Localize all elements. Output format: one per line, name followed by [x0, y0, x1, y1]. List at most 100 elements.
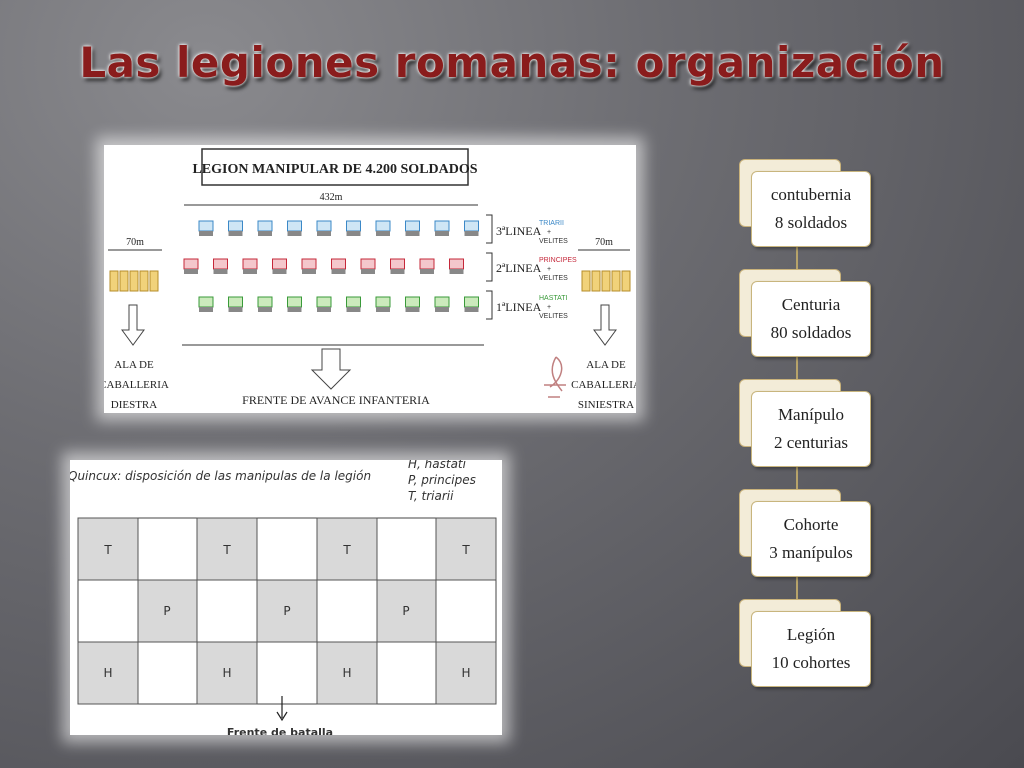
hastati-velites-3 [258, 307, 272, 312]
triarii-velites-4 [287, 231, 302, 236]
right-wing-arrow-icon [593, 304, 617, 346]
triarii-unit-3 [257, 220, 273, 232]
hastati-block-1 [77, 641, 139, 705]
left-wing-line-3: DIESTRA [111, 399, 158, 411]
infantry-front-label: FRENTE DE AVANCE INFANTERIA [242, 393, 430, 407]
hierarchy-name: Legión [786, 625, 836, 644]
legend-hastati: H, hastati [408, 460, 467, 471]
triarii-unit-10 [464, 220, 479, 232]
line-3-support: VELITES [539, 238, 568, 245]
principes-unit-8 [390, 258, 405, 270]
triarii-unit-7 [375, 220, 391, 232]
front-arrow-icon [310, 348, 352, 390]
principes-unit-4 [272, 258, 287, 270]
triarii-velites-2 [228, 231, 243, 236]
line-1-label: 1ªLINEA [496, 300, 542, 314]
battle-front-arrowhead-icon [276, 711, 288, 722]
line-3-bracket [486, 214, 493, 244]
principes-velites-7 [361, 269, 375, 274]
triarii-block-2 [196, 517, 258, 581]
slide-title: Las legiones romanas: organización [79, 38, 945, 87]
triarii-label-4: T [461, 543, 470, 557]
triarii-velites-1 [199, 231, 213, 236]
triarii-label-2: T [222, 543, 231, 557]
hierarchy-detail: 10 cohortes [771, 653, 851, 672]
principes-unit-10 [449, 258, 464, 270]
hastati-velites-5 [317, 307, 331, 312]
principes-velites-8 [390, 269, 405, 274]
triarii-unit-6 [346, 220, 361, 232]
hastati-row: H H H H [77, 641, 497, 705]
triarii-velites-5 [317, 231, 331, 236]
triarii-block-3 [316, 517, 378, 581]
hastati-unit-1 [198, 296, 214, 308]
right-wing-width: 70m [595, 237, 613, 248]
hastati-velites-4 [287, 307, 302, 312]
hastati-unit-10 [464, 296, 479, 308]
hastati-unit-7 [375, 296, 391, 308]
right-cavalry-squad-4 [611, 270, 621, 292]
hastati-velites-10 [464, 307, 479, 312]
triarii-unit-2 [228, 220, 243, 232]
hastati-velites-1 [199, 307, 213, 312]
right-cavalry-squad-3 [601, 270, 611, 292]
left-cavalry-squad-3 [129, 270, 139, 292]
triarii-velites-8 [405, 231, 420, 236]
principes-label-1: P [163, 604, 170, 618]
triarii-velites-3 [258, 231, 272, 236]
hastati-velites-7 [376, 307, 390, 312]
left-cavalry-squad-4 [139, 270, 149, 292]
line-1-support: VELITES [539, 313, 568, 320]
right-cavalry-squad-2 [591, 270, 601, 292]
principes-label-3: P [402, 604, 409, 618]
quincunx-svg: Quincux: disposición de las manipulas de… [68, 457, 497, 739]
hastati-label-3: H [342, 666, 351, 680]
line-2-bracket [486, 252, 493, 282]
hastati-label-2: H [222, 666, 231, 680]
triarii-unit-5 [316, 220, 332, 232]
principes-unit-3 [242, 258, 258, 270]
hastati-velites-2 [228, 307, 243, 312]
principes-unit-1 [183, 258, 199, 270]
right-wing-line-2: CABALLERIA [571, 379, 636, 391]
width-measure-label: 432m [320, 192, 343, 203]
battle-front-label: Frente de batalla [227, 726, 333, 735]
principes-label-2: P [283, 604, 290, 618]
line-3-unit: TRIARII [539, 220, 564, 227]
right-wing-line-3: SINIESTRA [578, 399, 634, 411]
eagle-emblem-icon [544, 356, 566, 398]
triarii-block-1 [77, 517, 139, 581]
principes-block-3 [376, 579, 437, 643]
triarii-velites-6 [346, 231, 361, 236]
hastati-unit-5 [316, 296, 332, 308]
triarii-row: T T T T [77, 517, 497, 581]
hierarchy-node-centuria: Centuria 80 soldados [751, 281, 871, 357]
triarii-velites-10 [464, 231, 479, 236]
line-1-label-group: 1ªLINEA HASTATI + VELITES [496, 295, 568, 320]
triarii-unit-4 [287, 220, 302, 232]
line-3-label: 3ªLINEA [496, 224, 542, 238]
unit-blocks [109, 220, 631, 312]
hierarchy-name: Manípulo [777, 405, 845, 424]
triarii-velites-9 [435, 231, 449, 236]
left-wing-arrow-icon [121, 304, 145, 346]
principes-unit-5 [301, 258, 317, 270]
principes-block-1 [137, 579, 198, 643]
hierarchy-name: Cohorte [783, 515, 839, 534]
legend-triarii: T, triarii [408, 489, 454, 503]
hastati-unit-4 [287, 296, 302, 308]
hastati-unit-2 [228, 296, 243, 308]
principes-row: P P P [137, 579, 437, 643]
principes-velites-10 [449, 269, 464, 274]
hierarchy-detail: 2 centurias [773, 433, 849, 452]
hastati-velites-8 [405, 307, 420, 312]
triarii-unit-9 [434, 220, 450, 232]
legion-title: LEGION MANIPULAR DE 4.200 SOLDADOS [192, 162, 477, 177]
legion-title-box [201, 148, 469, 186]
line-1-unit: HASTATI [539, 295, 568, 302]
quincunx-title: Quincux: disposición de las manipulas de… [70, 469, 371, 483]
hastati-block-3 [316, 641, 378, 705]
left-cavalry-squad-1 [109, 270, 119, 292]
left-wing-line-2: CABALLERIA [104, 379, 169, 391]
hierarchy-name: Centuria [781, 295, 841, 314]
